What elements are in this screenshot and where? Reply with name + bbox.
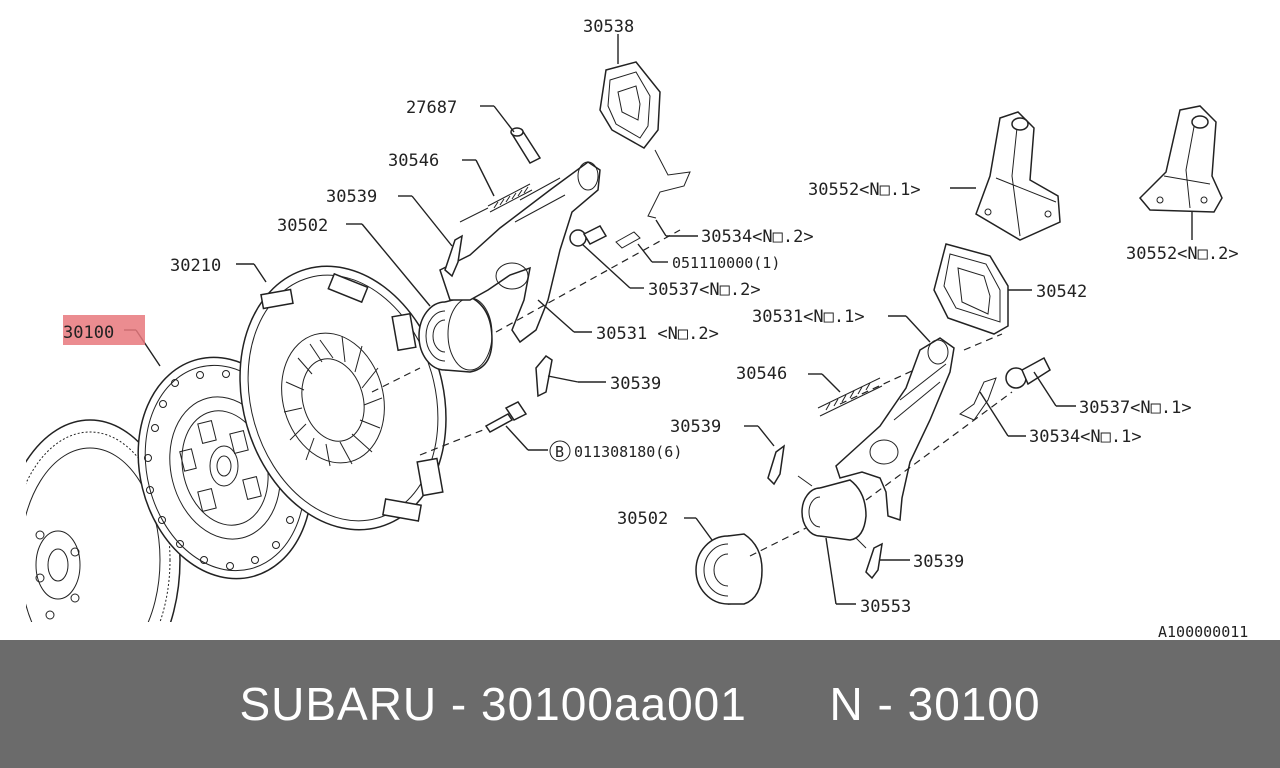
label-30210[interactable]: 30210 [170,256,221,276]
part-labels: 30538 27687 30546 30539 30502 30210 3010… [63,17,1248,640]
label-30546-lower[interactable]: 30546 [736,364,787,384]
bracket-30552-no2-drawing [1138,105,1223,213]
label-30534-no1[interactable]: 30534<N□.1> [1029,427,1142,447]
label-051110000[interactable]: 051110000(1) [672,254,780,272]
label-30100[interactable]: 30100 [63,323,114,343]
label-30534-no2[interactable]: 30534<N□.2> [701,227,814,247]
parts-diagram: 30538 27687 30546 30539 30502 30210 3010… [26,17,1248,640]
label-30539-lower-right[interactable]: 30539 [913,552,964,572]
footer-part-number: SUBARU - 30100aa001 N - 30100 [239,678,1041,730]
label-30502-upper[interactable]: 30502 [277,216,328,236]
release-fork-upper-drawing [439,61,691,398]
bracket-30552-no1-drawing [975,111,1061,241]
release-fork-lower-drawing [695,337,1051,605]
label-30553[interactable]: 30553 [860,597,911,617]
label-30537-no1[interactable]: 30537<N□.1> [1079,398,1192,418]
label-30502-lower[interactable]: 30502 [617,509,668,529]
label-30531-no2[interactable]: 30531 <N□.2> [596,324,719,344]
label-011308180[interactable]: 011308180(6) [574,443,682,461]
label-30531-no1[interactable]: 30531<N□.1> [752,307,865,327]
reference-code: A100000011 [1158,623,1248,640]
label-30538[interactable]: 30538 [583,17,634,37]
bolt-011308180-drawing [484,401,528,433]
boot-30542-drawing [933,243,1009,335]
label-30537-no2[interactable]: 30537<N□.2> [648,280,761,300]
label-30542[interactable]: 30542 [1036,282,1087,302]
footer-bar: SUBARU - 30100aa001 N - 30100 [0,640,1280,768]
pressure-plate-drawing [239,265,447,531]
label-30539-mid[interactable]: 30539 [610,374,661,394]
release-bearing-upper-drawing [418,295,493,373]
highlight-30100 [63,315,145,345]
label-30552-no2[interactable]: 30552<N□.2> [1126,244,1239,264]
label-30539-lower-left[interactable]: 30539 [670,417,721,437]
assembly-axis-lines [371,229,1013,557]
label-30539-upper[interactable]: 30539 [326,187,377,207]
bolt-badge-circle [549,440,571,462]
label-30546-upper[interactable]: 30546 [388,151,439,171]
label-27687[interactable]: 27687 [406,98,457,118]
bolt-badge: B [555,443,564,461]
label-30552-no1[interactable]: 30552<N□.1> [808,180,921,200]
leader-lines [124,34,1193,605]
